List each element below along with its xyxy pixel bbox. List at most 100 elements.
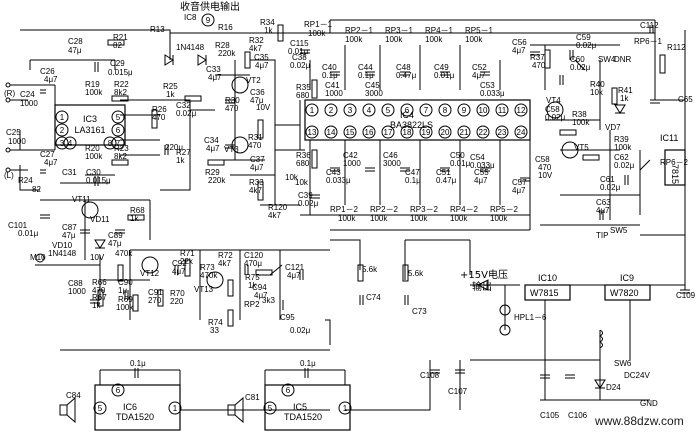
label-c28: C28 [68, 37, 83, 46]
label-c51: C51 [436, 168, 451, 177]
ic3-pin-3-circle [55, 136, 69, 150]
label-rp1-1: RP1－1 [304, 20, 333, 29]
label-c106: C106 [568, 411, 588, 420]
label-c94: C94 [252, 283, 267, 292]
ic4-ref: IC4 [400, 110, 414, 120]
ic3-pin-8-circle [103, 136, 117, 150]
label-c63v: 4μ7 [596, 206, 610, 215]
label-r67v: 1k [92, 301, 101, 310]
label-c44: C44 [358, 63, 373, 72]
ic4-pin-19-circle [419, 125, 433, 139]
ic5-part: TDA1520 [284, 412, 322, 422]
label-sw5: SW5 [610, 226, 628, 235]
label-c58bv2: 10V [538, 171, 553, 180]
label-c52: C52 [472, 63, 487, 72]
label-c41: C41 [325, 81, 340, 90]
input-terminals [5, 82, 45, 263]
label-c55v: 4μ7 [474, 176, 488, 185]
label-c40: C40 [322, 63, 337, 72]
label-r28v: 220k [218, 49, 236, 58]
ic10-block: IC10 W7815 [524, 273, 571, 301]
label-rp2-1v: 100k [345, 35, 363, 44]
label-r32: R32 [249, 36, 264, 45]
label-c58v: 0.02μ [545, 113, 566, 122]
ic3-pin-1-circle [55, 110, 69, 124]
label-c54v: 0.033μ [470, 161, 495, 170]
ic3-pin-3-number: 3 [60, 139, 65, 148]
ic4-pin-22-circle [476, 125, 490, 139]
label-c81: C81 [245, 393, 260, 402]
label-c43: C43 [326, 168, 341, 177]
ic4-pin-21-number: 21 [460, 128, 469, 137]
label-c47: C47 [405, 168, 420, 177]
label-r56k2: 5.6k [408, 269, 424, 278]
label-c56v: 4μ7 [512, 46, 526, 55]
ic4-pin-21-circle [457, 125, 471, 139]
label-c38v: 0.02μ [290, 61, 311, 70]
label-r10k1: 10k [285, 173, 299, 182]
label-c50v: 0.01μ [450, 159, 471, 168]
ic3-pin-6-circle [111, 123, 125, 137]
label-c220: 220μ [165, 143, 183, 152]
ic4-pin-8-circle [438, 103, 452, 117]
ic4-pin-11-number: 11 [498, 106, 507, 115]
label-c62v: 0.02μ [614, 161, 635, 170]
ic6-pin-5-circle [93, 401, 107, 415]
label-dc24: DC24V [624, 371, 650, 380]
ic4-part: BA3822LS [390, 120, 433, 130]
label-c26: C26 [40, 67, 55, 76]
ic4-pin-3-circle [343, 103, 357, 117]
ic7-pin-group: 9 [201, 13, 215, 27]
label-c42v: 1000 [343, 159, 361, 168]
label-c30: C30 [86, 168, 101, 177]
label-c55: C55 [474, 168, 489, 177]
label-c35: C35 [254, 53, 269, 62]
label-c41v: 1000 [325, 89, 343, 98]
label-vd11: VD11 [90, 215, 110, 224]
label-r70: R70 [170, 289, 185, 298]
label-r72: R72 [218, 251, 233, 260]
label-c107: C107 [448, 387, 468, 396]
label-r16: R16 [218, 23, 233, 32]
ic5-pin-6-circle [281, 383, 295, 397]
label-r30: R30 [225, 96, 240, 105]
label-c45: C45 [365, 81, 380, 90]
label-c87v: 47μ [62, 231, 76, 240]
label-c34v: 4μ7 [206, 144, 220, 153]
label-c24v: 1000 [20, 99, 38, 108]
label-c89v: 47μ [108, 239, 122, 248]
label-sw6: SW6 [614, 359, 632, 368]
label-vt2: VT2 [246, 76, 261, 85]
ic5-pin-6-number: 6 [286, 386, 291, 395]
label-c57: C57 [512, 178, 527, 187]
ic4-pin-24-number: 24 [517, 128, 526, 137]
label-r39: R39 [614, 135, 629, 144]
ic4-pin-7-circle [419, 103, 433, 117]
label-c37: C37 [250, 155, 265, 164]
label-c50: C50 [450, 151, 465, 160]
label-gnd: GND [640, 399, 658, 408]
label-c90v: 1μ [118, 286, 127, 295]
label-c45v: 3000 [365, 89, 383, 98]
label-r66v: 470 [92, 286, 106, 295]
ic3-ref: IC3 [83, 114, 97, 124]
label-c42: C42 [343, 151, 358, 160]
ic3-pin-4-number: 4 [68, 139, 73, 148]
ic4-pin-2-number: 2 [329, 106, 334, 115]
label-c25v: 1000 [8, 137, 26, 146]
label-c53v: 0.033μ [480, 89, 505, 98]
label-r41v: 1k [620, 94, 629, 103]
label-c121v: 4μ7 [287, 271, 301, 280]
label-r21: R21 [113, 33, 128, 42]
ic4-pin-1-circle [305, 103, 319, 117]
label-rp5-2v: 100k [490, 214, 508, 223]
label-r37v: 470 [532, 61, 546, 70]
ic3-part: LA3161 [74, 125, 105, 135]
ic4-pin-1-number: 1 [310, 106, 315, 115]
label-c120: C120 [244, 251, 264, 260]
ic5-pin-1-number: 1 [343, 404, 348, 413]
label-r36: R36 [296, 151, 311, 160]
label-c61v: 0.02μ [600, 183, 621, 192]
label-c90: C90 [118, 278, 133, 287]
label-d24: D24 [606, 383, 621, 392]
